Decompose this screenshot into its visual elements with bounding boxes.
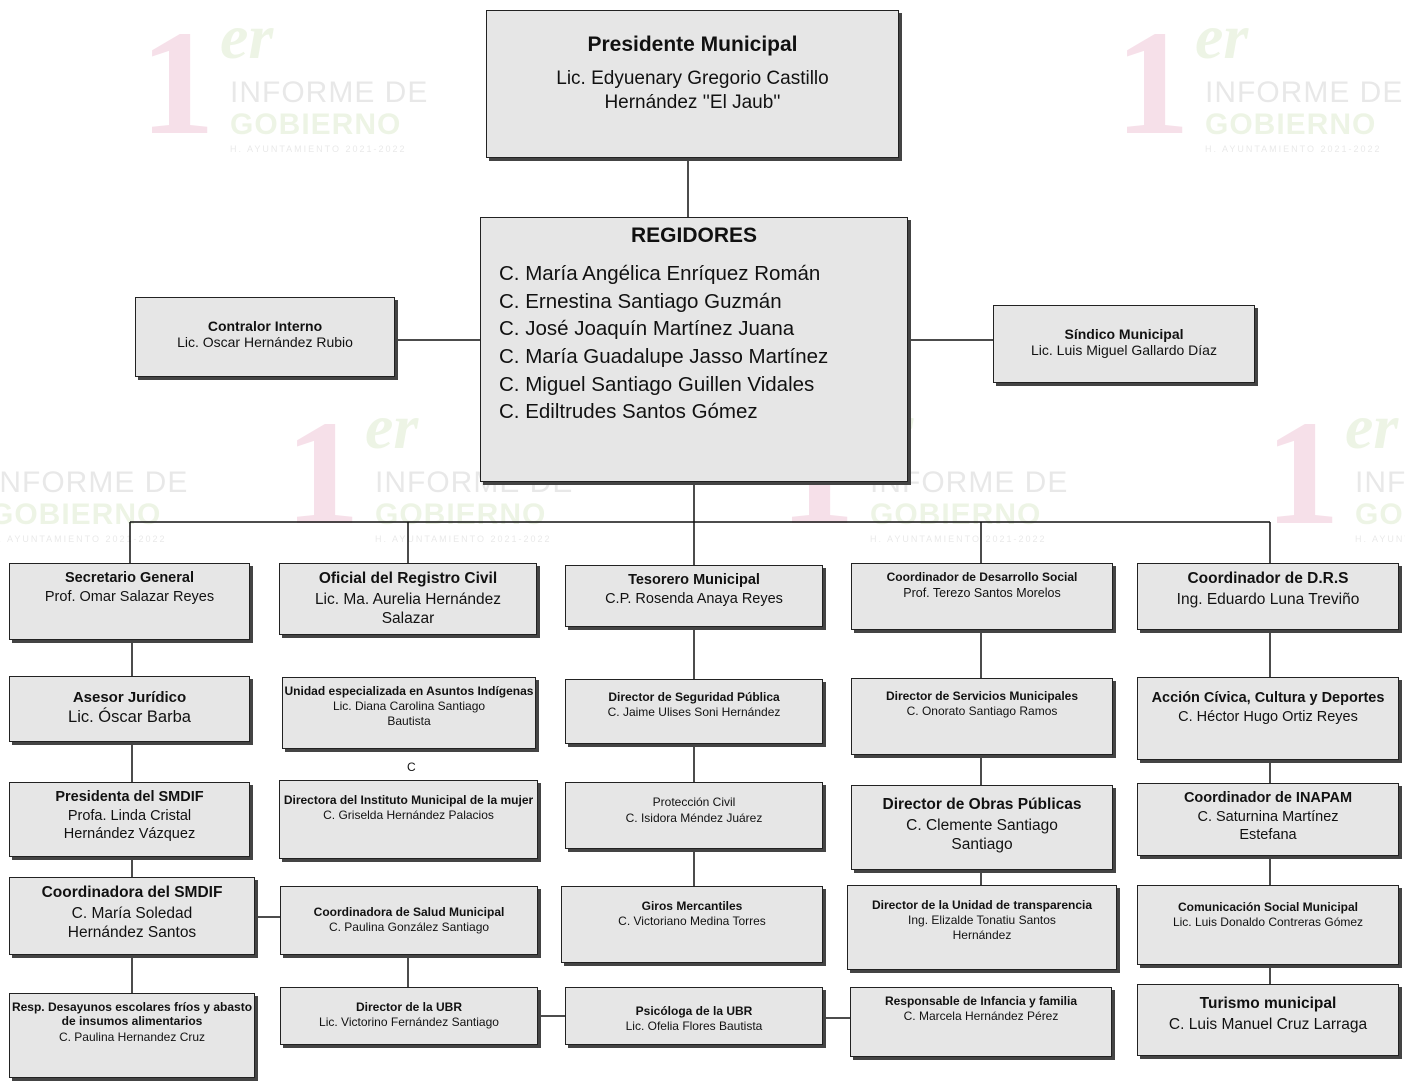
- box-name: Ing. Elizalde Tonatiu Santos Hernández: [908, 913, 1056, 943]
- box-seguridad-publica: Director de Seguridad Pública C. Jaime U…: [565, 679, 823, 744]
- box-title: Protección Civil: [652, 795, 736, 809]
- stray-letter: C: [407, 760, 416, 774]
- box-name: Lic. Luis Donaldo Contreras Gómez: [1172, 915, 1364, 930]
- box-name: Lic. Luis Miguel Gallardo Díaz: [1031, 342, 1217, 358]
- box-coordinadora-smdif: Coordinadora del SMDIF C. María Soledad …: [9, 877, 255, 955]
- box-names: C. María Angélica Enríquez Román C. Erne…: [499, 262, 829, 424]
- box-coordinador-inapam: Coordinador de INAPAM C. Saturnina Martí…: [1137, 783, 1399, 856]
- box-title: Acción Cívica, Cultura y Deportes: [1151, 690, 1385, 706]
- box-name: Ing. Eduardo Luna Treviño: [1176, 591, 1360, 608]
- box-name: Lic. Óscar Barba: [68, 708, 191, 726]
- box-sindico-municipal: Síndico Municipal Lic. Luis Miguel Galla…: [993, 305, 1255, 383]
- box-name: C. María Soledad Hernández Santos: [67, 905, 197, 942]
- box-name: C. Luis Manuel Cruz Larraga: [1168, 1016, 1368, 1033]
- box-title: Director de la UBR: [355, 1000, 463, 1014]
- box-desarrollo-social: Coordinador de Desarrollo Social Prof. T…: [851, 563, 1113, 630]
- box-asuntos-indigenas: Unidad especializada en Asuntos Indígena…: [282, 677, 536, 749]
- box-name: Lic. Oscar Hernández Rubio: [177, 334, 353, 350]
- box-name: Lic. Diana Carolina Santiago Bautista: [332, 699, 486, 729]
- box-tesorero-municipal: Tesorero Municipal C.P. Rosenda Anaya Re…: [565, 565, 823, 627]
- box-title: Psicóloga de la UBR: [635, 1004, 753, 1018]
- box-desayunos-escolares: Resp. Desayunos escolares fríos y abasto…: [9, 993, 255, 1078]
- box-title: Director de la Unidad de transparencia: [871, 898, 1093, 912]
- box-name: Lic. Edyuenary Gregorio Castillo Hernánd…: [556, 68, 829, 113]
- box-title: REGIDORES: [630, 224, 758, 247]
- box-title: Director de Obras Públicas: [882, 796, 1082, 813]
- box-title: Coordinadora de Salud Municipal: [313, 905, 505, 919]
- box-contralor-interno: Contralor Interno Lic. Oscar Hernández R…: [135, 297, 395, 377]
- box-title: Director de Servicios Municipales: [885, 689, 1079, 703]
- box-name: C. Victoriano Medina Torres: [618, 914, 766, 929]
- box-title: Coordinador de Desarrollo Social: [886, 570, 1078, 584]
- box-name: C. Isidora Méndez Juárez: [625, 811, 763, 825]
- box-title: Giros Mercantiles: [641, 899, 743, 913]
- box-name: C. Clemente Santiago Santiago: [906, 817, 1058, 854]
- box-presidente-municipal: Presidente Municipal Lic. Edyuenary Greg…: [486, 10, 899, 158]
- box-title: Presidenta del SMDIF: [55, 789, 204, 805]
- box-infancia-familia: Responsable de Infancia y familia C. Mar…: [850, 987, 1112, 1057]
- box-title: Turismo municipal: [1199, 995, 1337, 1012]
- box-turismo-municipal: Turismo municipal C. Luis Manuel Cruz La…: [1137, 984, 1399, 1056]
- box-name: C.P. Rosenda Anaya Reyes: [605, 591, 783, 607]
- box-title: Oficial del Registro Civil: [318, 570, 498, 587]
- box-registro-civil: Oficial del Registro Civil Lic. Ma. Aure…: [279, 563, 537, 635]
- box-title: Comunicación Social Municipal: [1177, 900, 1359, 914]
- box-title: Responsable de Infancia y familia: [884, 994, 1078, 1008]
- box-salud-municipal: Coordinadora de Salud Municipal C. Pauli…: [280, 886, 538, 955]
- box-obras-publicas: Director de Obras Públicas C. Clemente S…: [851, 785, 1113, 870]
- box-title: Tesorero Municipal: [628, 572, 760, 588]
- box-name: C. Jaime Ulises Soni Hernández: [607, 705, 781, 720]
- box-giros-mercantiles: Giros Mercantiles C. Victoriano Medina T…: [561, 886, 823, 963]
- box-title: Coordinador de INAPAM: [1183, 790, 1353, 806]
- box-name: Prof. Omar Salazar Reyes: [44, 589, 215, 605]
- box-coordinador-drs: Coordinador de D.R.S Ing. Eduardo Luna T…: [1137, 563, 1399, 630]
- box-title: Presidente Municipal: [587, 33, 798, 56]
- box-asesor-juridico: Asesor Jurídico Lic. Óscar Barba: [9, 676, 250, 742]
- box-title: Director de Seguridad Pública: [608, 690, 780, 704]
- box-title: Directora del Instituto Municipal de la …: [283, 793, 534, 807]
- box-name: C. Griselda Hernández Palacios: [323, 808, 494, 823]
- box-secretario-general: Secretario General Prof. Omar Salazar Re…: [9, 563, 250, 640]
- box-proteccion-civil: Protección Civil C. Isidora Méndez Juáre…: [565, 782, 823, 849]
- box-name: Lic. Ofelia Flores Bautista: [625, 1019, 763, 1034]
- box-title: Asesor Jurídico: [72, 689, 187, 706]
- box-name: Lic. Ma. Aurelia Hernández Salazar: [314, 591, 502, 628]
- box-title: Coordinadora del SMDIF: [41, 884, 223, 901]
- box-name: Profa. Linda Cristal Hernández Vázquez: [63, 808, 196, 843]
- box-title: Secretario General: [65, 570, 194, 586]
- box-presidenta-smdif: Presidenta del SMDIF Profa. Linda Crista…: [9, 782, 250, 857]
- box-name: C. Héctor Hugo Ortiz Reyes: [1178, 709, 1358, 725]
- box-name: C. Paulina Hernandez Cruz: [58, 1029, 206, 1044]
- box-title: Unidad especializada en Asuntos Indígena…: [284, 684, 534, 698]
- box-name: Lic. Victorino Fernández Santiago: [319, 1015, 499, 1030]
- box-name: C. Paulina González Santiago: [328, 920, 490, 935]
- box-name: C. Marcela Hernández Pérez: [903, 1009, 1059, 1024]
- box-name: Prof. Terezo Santos Morelos: [903, 586, 1061, 600]
- box-accion-civica: Acción Cívica, Cultura y Deportes C. Héc…: [1137, 677, 1399, 760]
- box-comunicacion-social: Comunicación Social Municipal Lic. Luis …: [1137, 885, 1399, 965]
- box-director-ubr: Director de la UBR Lic. Victorino Fernán…: [280, 987, 538, 1045]
- box-regidores: REGIDORES C. María Angélica Enríquez Rom…: [480, 217, 908, 482]
- box-title: Resp. Desayunos escolares fríos y abasto…: [11, 1000, 253, 1029]
- box-name: C. Saturnina Martínez Estefana: [1197, 809, 1339, 844]
- box-name: C. Onorato Santiago Ramos: [906, 704, 1058, 719]
- box-servicios-municipales: Director de Servicios Municipales C. Ono…: [851, 678, 1113, 755]
- box-title: Contralor Interno: [207, 318, 323, 334]
- box-title: Síndico Municipal: [1064, 326, 1184, 342]
- box-psicologa-ubr: Psicóloga de la UBR Lic. Ofelia Flores B…: [565, 987, 823, 1045]
- box-title: Coordinador de D.R.S: [1187, 570, 1349, 587]
- box-transparencia: Director de la Unidad de transparencia I…: [847, 885, 1117, 970]
- box-instituto-mujer: Directora del Instituto Municipal de la …: [279, 780, 538, 859]
